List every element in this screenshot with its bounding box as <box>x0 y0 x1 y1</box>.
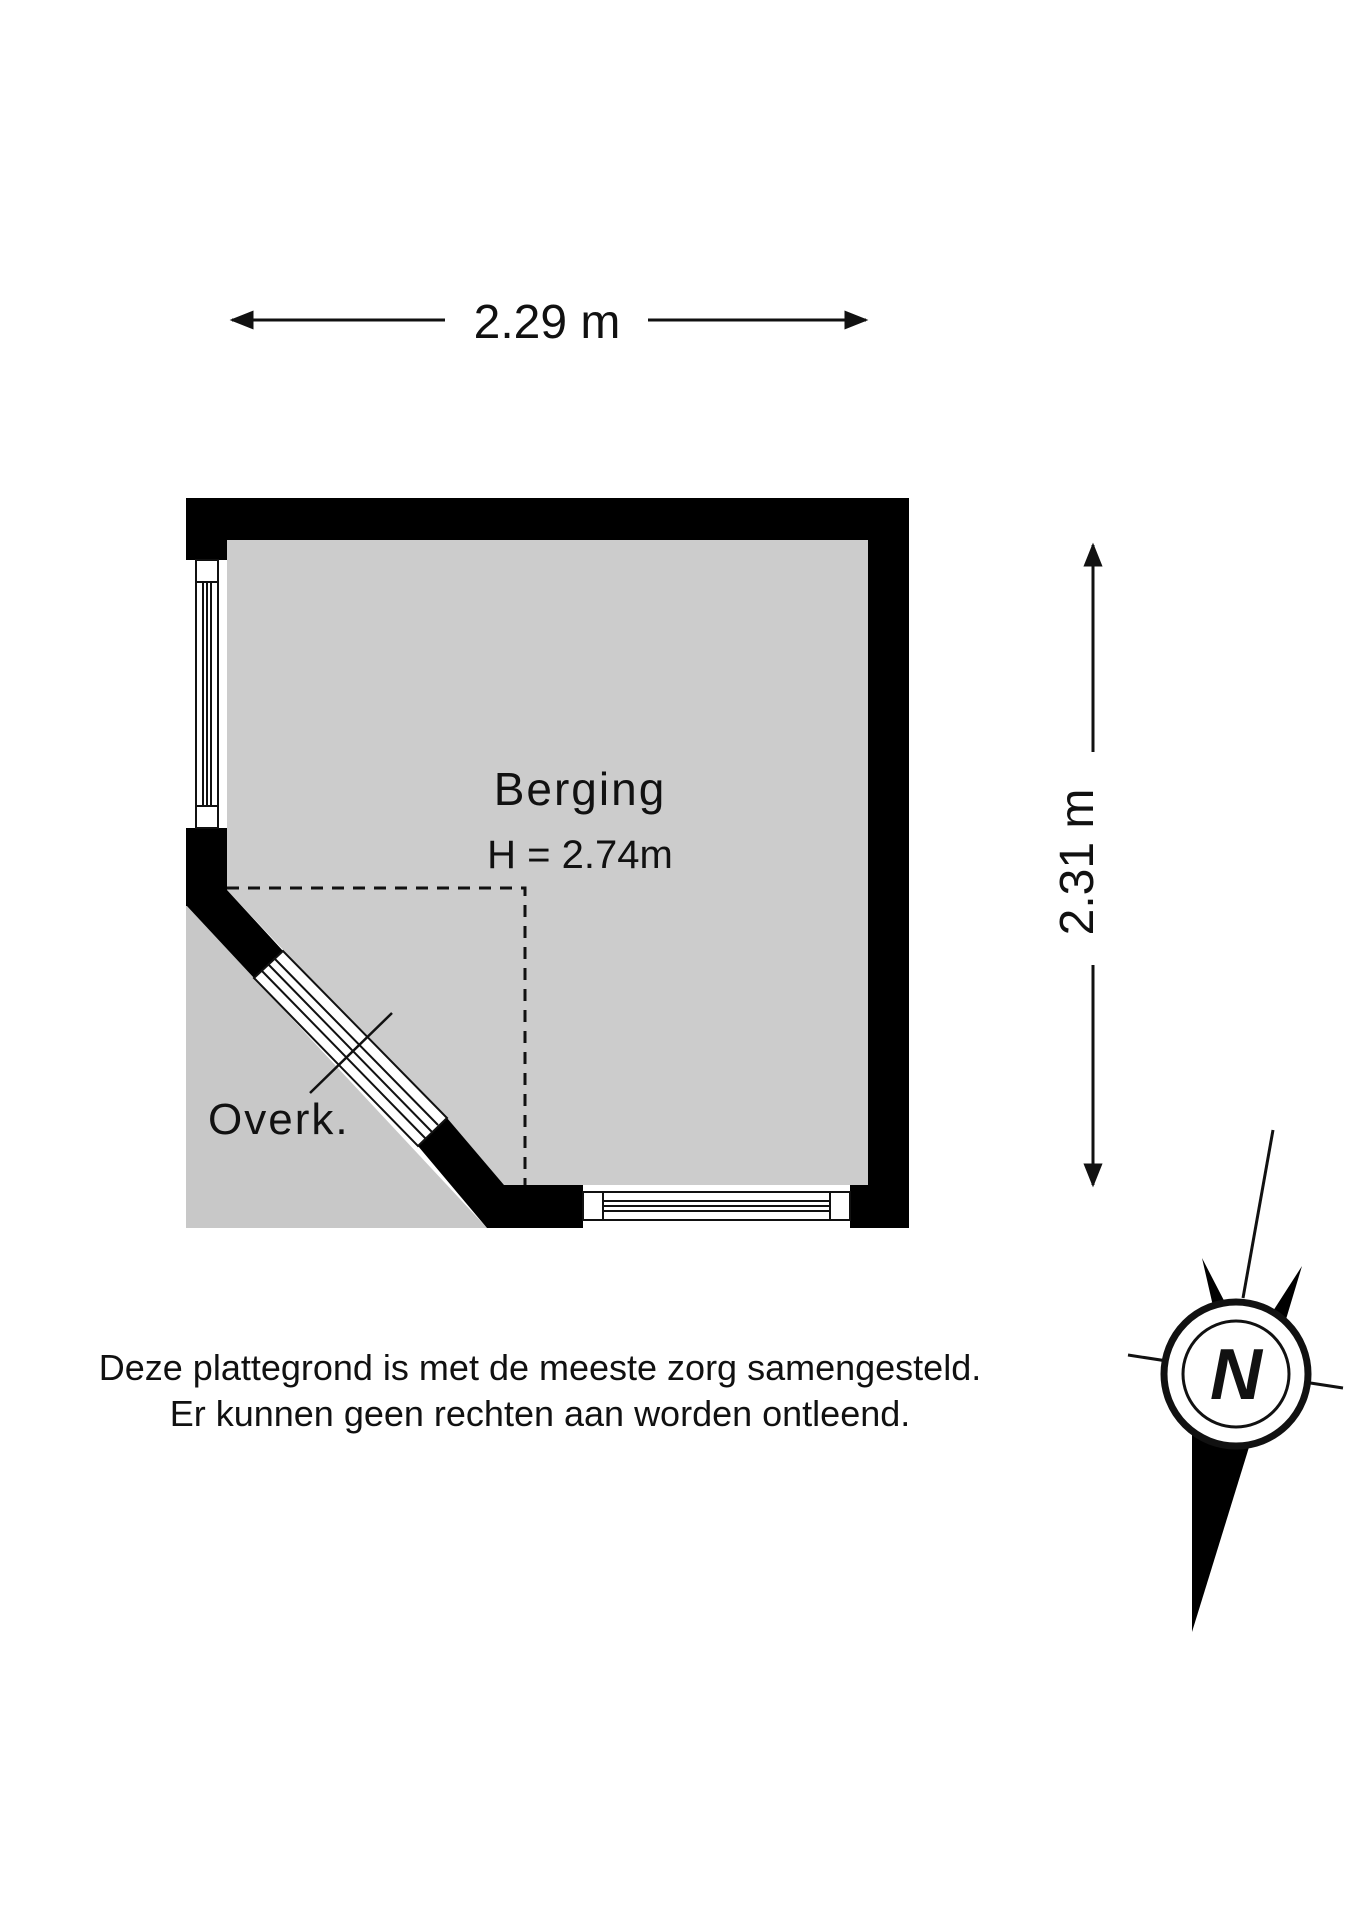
door-diagonal <box>252 949 449 1148</box>
wall-right <box>868 498 909 1228</box>
window-left-cap-bottom <box>195 805 219 829</box>
disclaimer-line-1: Deze plattegrond is met de meeste zorg s… <box>98 1347 982 1388</box>
width-dimension-label: 2.29 m <box>474 296 621 349</box>
compass-north-line <box>1241 1129 1275 1299</box>
height-dimension: 2.31 m <box>1051 542 1104 1188</box>
width-dimension: 2.29 m <box>229 296 869 349</box>
disclaimer-line-2: Er kunnen geen rechten aan worden ontlee… <box>169 1393 911 1434</box>
window-bottom-cap-right <box>829 1191 851 1221</box>
room-floor-berging <box>227 540 868 1185</box>
window-left-cap-top <box>195 559 219 583</box>
compass: N <box>1127 1129 1344 1632</box>
walls <box>186 498 909 1228</box>
wall-bottom-left <box>487 1185 583 1228</box>
covered-boundary-dashed <box>227 886 527 1185</box>
wall-bottom-right <box>850 1185 909 1228</box>
door-diagonal-divider <box>309 1012 393 1094</box>
compass-needle-south <box>1192 1418 1258 1632</box>
window-bottom-cap-left <box>582 1191 604 1221</box>
door-diagonal-pane-1 <box>261 970 427 1140</box>
compass-north-letter: N <box>1210 1335 1264 1415</box>
room-label-berging: Berging <box>494 763 667 815</box>
wall-top <box>186 498 909 540</box>
covered-area-label: Overk. <box>208 1095 350 1144</box>
window-bottom <box>582 1191 851 1221</box>
door-diagonal-pane-3 <box>273 957 439 1126</box>
window-left <box>195 559 219 829</box>
height-dimension-label: 2.31 m <box>1051 789 1104 936</box>
door-diagonal-pane-2 <box>267 963 433 1133</box>
wall-left-upper <box>186 498 227 560</box>
room-height-label: H = 2.74m <box>487 833 673 877</box>
compass-inner-ring <box>1181 1319 1291 1429</box>
wall-diagonal-upper <box>186 890 283 978</box>
wall-diagonal-lower <box>418 1118 504 1228</box>
